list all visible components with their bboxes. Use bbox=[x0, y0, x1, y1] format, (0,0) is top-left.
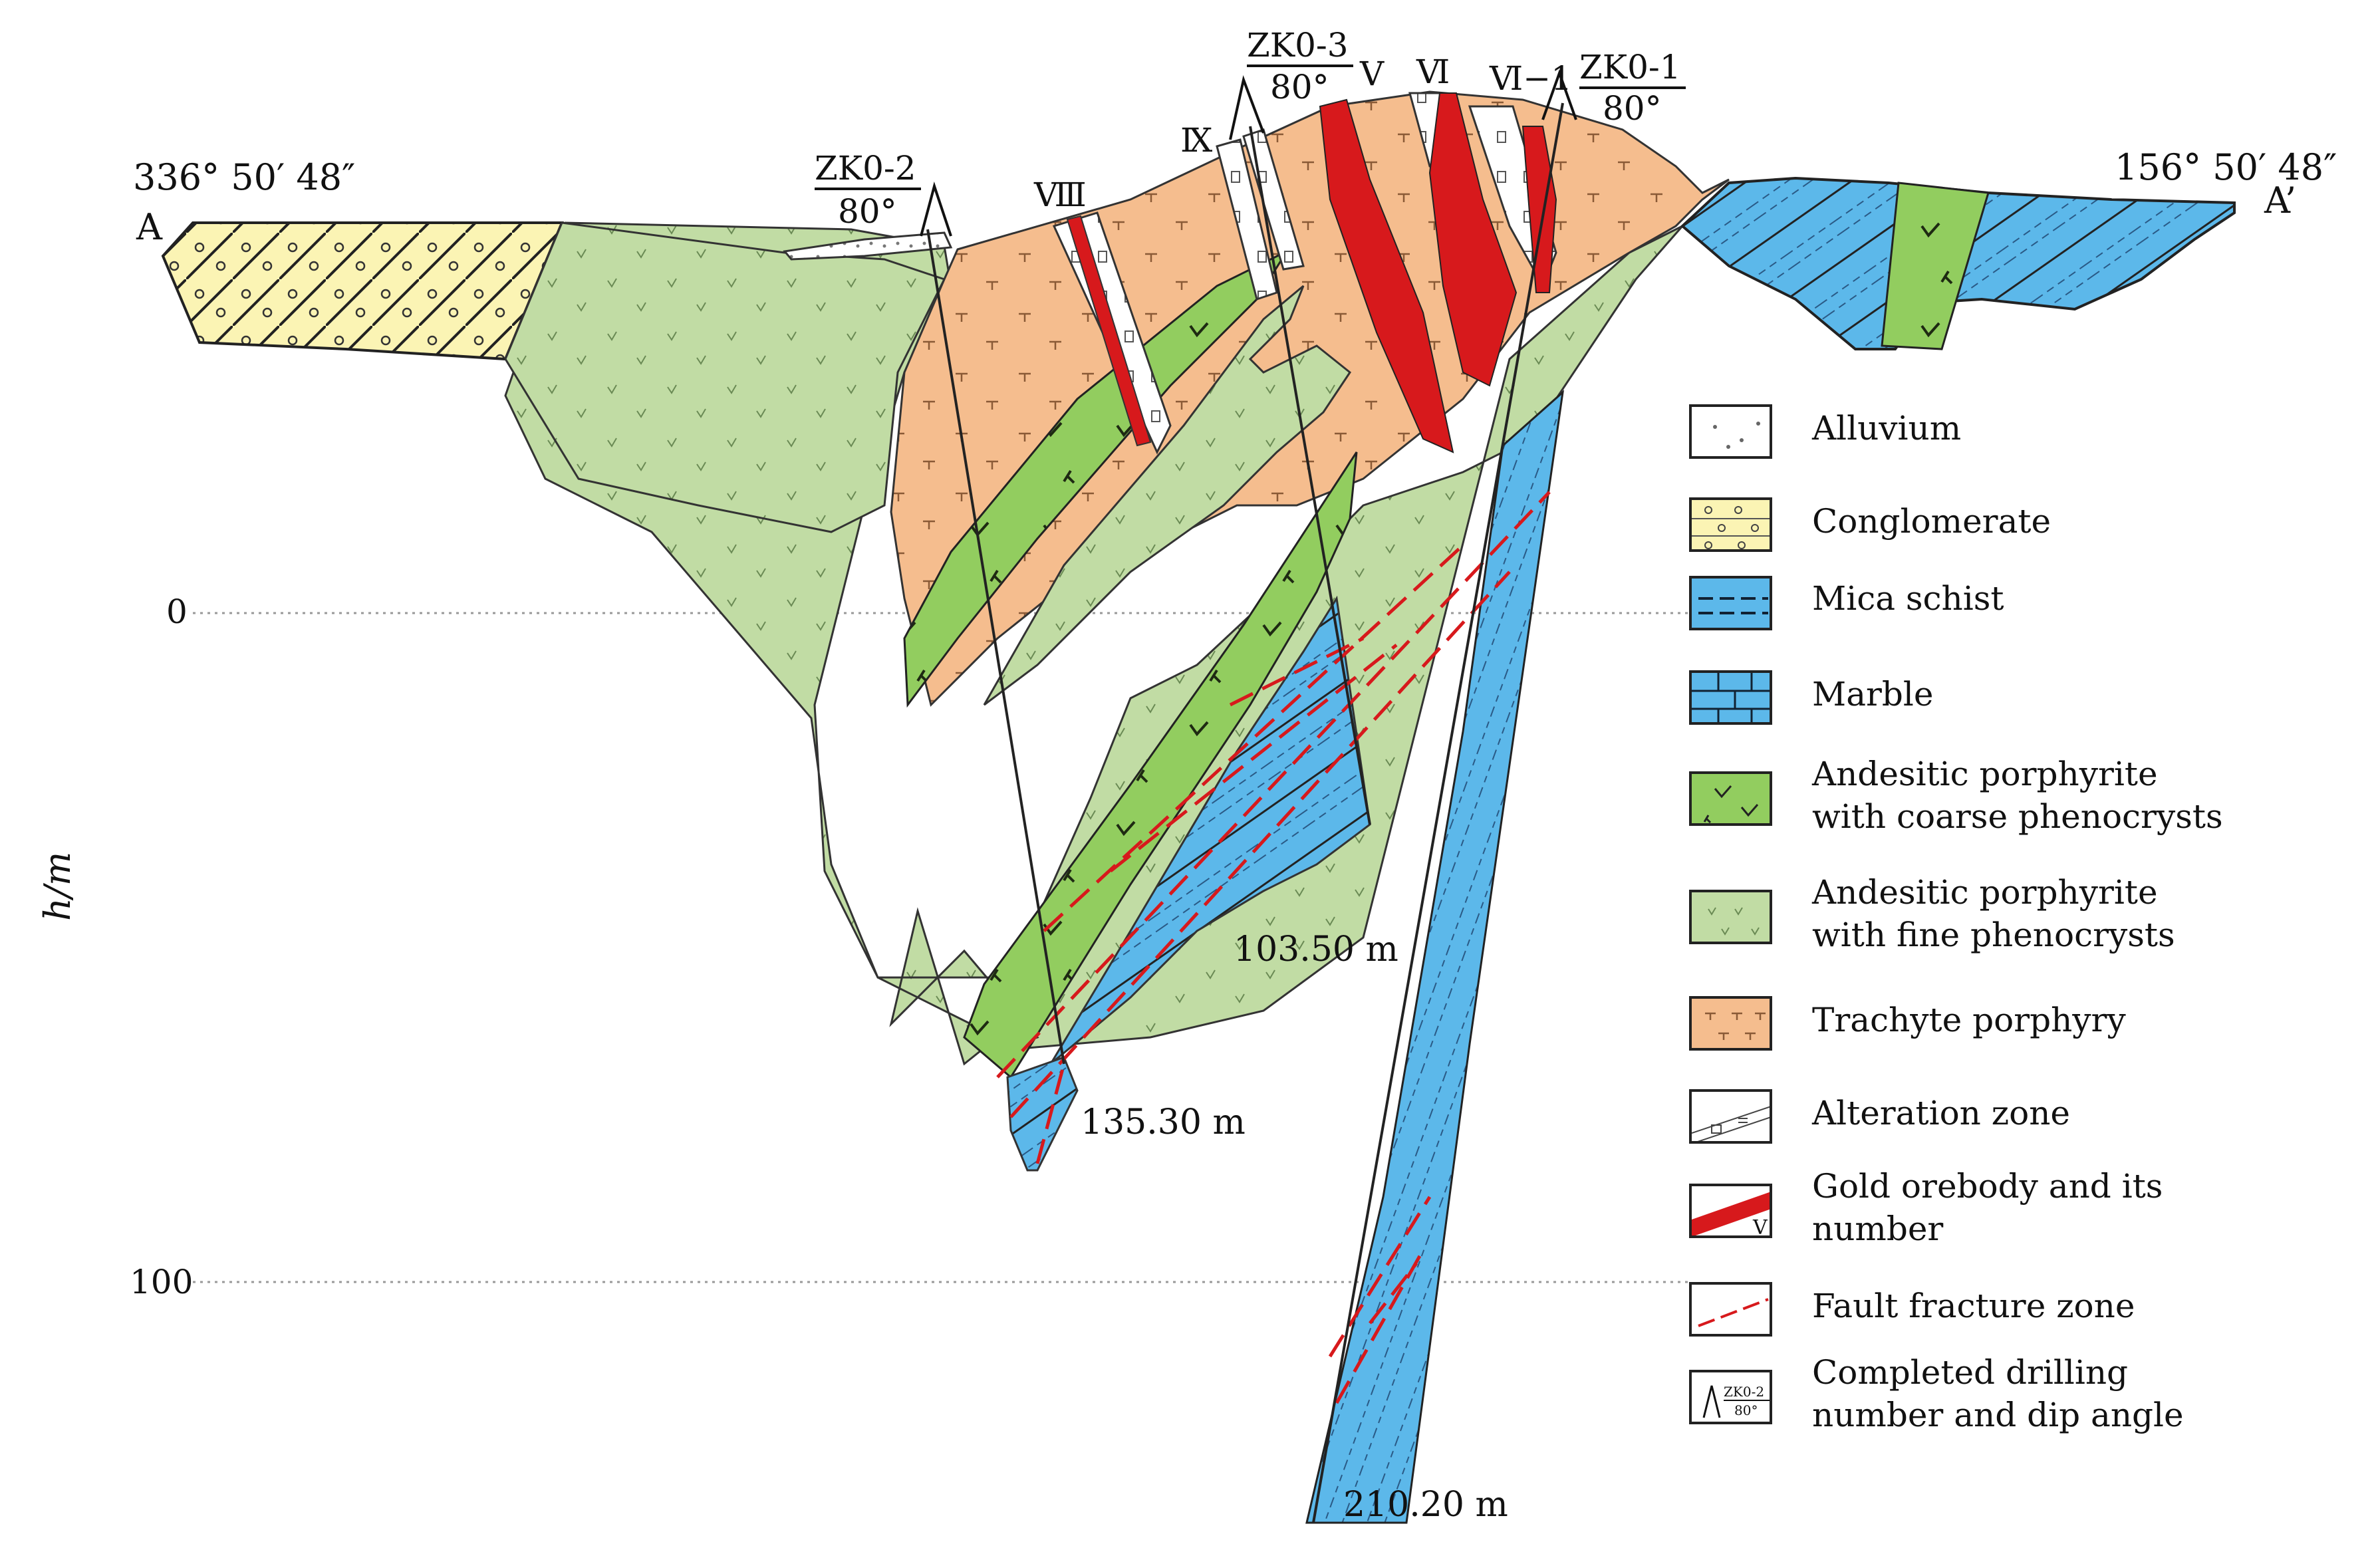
legend-swatch-drill: ZK0-2 80° bbox=[1689, 1370, 1772, 1424]
alteration-and-orebody-group bbox=[1052, 92, 1557, 455]
endpoint-right: A’ bbox=[2264, 180, 2296, 221]
legend-item-mica-schist: Mica schist bbox=[1689, 571, 2354, 657]
orebody-label-vi-1: Ⅵ−1 bbox=[1489, 59, 1572, 98]
final-depth-zk0-1: 210.20 m bbox=[1343, 1485, 1508, 1525]
drill-collar-zk0-3-icon bbox=[1229, 74, 1265, 140]
legend-swatch-andesite-fine bbox=[1689, 890, 1772, 944]
fault-fracture-zones bbox=[996, 491, 1551, 1404]
legend-item-drill: ZK0-2 80° Completed drilling number and d… bbox=[1689, 1353, 2354, 1443]
unit-alluvium bbox=[783, 231, 953, 261]
axis-tick-100: 100 bbox=[130, 1263, 193, 1301]
legend-swatch-alteration bbox=[1689, 1089, 1772, 1144]
legend-item-andesite-fine: Andesitic porphyrite with fine phenocrys… bbox=[1689, 873, 2354, 963]
azimuth-left: 336° 50′ 48″ bbox=[133, 156, 355, 198]
legend-swatch-mica-schist bbox=[1689, 576, 1772, 630]
drillhole-trace-zk0-3 bbox=[1249, 126, 1371, 825]
orebody-vi-1 bbox=[1521, 126, 1557, 293]
legend-item-alteration: Alteration zone bbox=[1689, 1084, 2354, 1170]
final-depth-zk0-2: 135.30 m bbox=[1081, 1102, 1246, 1142]
legend: Alluvium Conglomerate Mica schist Marble… bbox=[1689, 399, 2354, 1436]
legend-item-alluvium: Alluvium bbox=[1689, 399, 2354, 485]
orebody-viii bbox=[1066, 215, 1152, 447]
legend-label: Fault fracture zone bbox=[1812, 1287, 2135, 1325]
legend-label: Andesitic porphyrite with coarse phenocr… bbox=[1812, 755, 2223, 836]
axis-label: h/m bbox=[37, 852, 78, 921]
legend-label: Conglomerate bbox=[1812, 502, 2051, 541]
drillhole-trace-zk0-1 bbox=[1312, 102, 1564, 1523]
endpoint-left: A bbox=[136, 206, 163, 248]
drillhole-trace-zk0-2 bbox=[926, 229, 1065, 1065]
legend-item-conglomerate: Conglomerate bbox=[1689, 492, 2354, 578]
legend-label: Gold orebody and its number bbox=[1812, 1167, 2163, 1248]
drillhole-traces bbox=[926, 102, 1564, 1523]
legend-item-trachyte: Trachyte porphyry bbox=[1689, 991, 2354, 1077]
drill-id-zk0-3: ZK0-3 bbox=[1247, 26, 1349, 64]
legend-swatch-andesite-coarse bbox=[1689, 771, 1772, 826]
legend-swatch-trachyte bbox=[1689, 996, 1772, 1051]
legend-label: Trachyte porphyry bbox=[1812, 1001, 2126, 1039]
legend-drill-swatch-angle: 80° bbox=[1734, 1402, 1758, 1418]
azimuth-right: 156° 50′ 48″ bbox=[2115, 146, 2337, 188]
axis-tick-0: 0 bbox=[166, 592, 188, 631]
unit-andesite-fine-left bbox=[504, 221, 946, 533]
legend-item-orebody: Ⅴ Gold orebody and its number bbox=[1689, 1167, 2354, 1257]
legend-swatch-orebody: Ⅴ bbox=[1689, 1184, 1772, 1238]
legend-drill-swatch-id: ZK0-2 bbox=[1724, 1384, 1764, 1400]
unit-conglomerate bbox=[161, 221, 564, 361]
orebody-vi bbox=[1428, 92, 1518, 387]
legend-label: Alluvium bbox=[1812, 409, 1962, 448]
legend-label: Completed drilling number and dip angle bbox=[1812, 1353, 2184, 1434]
legend-swatch-alluvium bbox=[1689, 404, 1772, 459]
drill-collar-zk0-1-icon bbox=[1541, 69, 1577, 120]
orebody-v bbox=[1319, 98, 1454, 453]
drill-angle-zk0-1: 80° bbox=[1603, 89, 1662, 128]
legend-item-marble: Marble bbox=[1689, 665, 2354, 751]
alteration-zone-ix bbox=[1216, 138, 1278, 301]
unit-mica-schist-dike bbox=[1305, 390, 1565, 1524]
drill-id-zk0-2: ZK0-2 bbox=[815, 149, 916, 188]
alteration-zone-ix2 bbox=[1242, 128, 1305, 271]
legend-label: Andesitic porphyrite with fine phenocrys… bbox=[1812, 873, 2175, 954]
unit-schist-tail bbox=[1006, 1056, 1079, 1172]
unit-andesite-coarse-right bbox=[1881, 182, 1990, 350]
legend-swatch-conglomerate bbox=[1689, 497, 1772, 552]
legend-swatch-marble bbox=[1689, 670, 1772, 725]
unit-andesite-coarse-lower bbox=[963, 451, 1358, 1079]
legend-item-fault: Fault fracture zone bbox=[1689, 1277, 2354, 1363]
final-depth-zk0-3: 103.50 m bbox=[1234, 930, 1398, 969]
drill-angle-zk0-2: 80° bbox=[838, 192, 897, 231]
drill-id-zk0-1: ZK0-1 bbox=[1579, 48, 1681, 86]
orebody-label-vi: Ⅵ bbox=[1416, 53, 1450, 91]
drill-collar-zk0-2-icon bbox=[920, 182, 952, 237]
orebody-label-viii: Ⅷ bbox=[1033, 176, 1087, 214]
legend-label: Mica schist bbox=[1812, 579, 2004, 618]
orebody-label-ix: Ⅸ bbox=[1180, 121, 1212, 160]
legend-swatch-fault bbox=[1689, 1282, 1772, 1337]
legend-label: Marble bbox=[1812, 675, 1934, 713]
legend-orebody-swatch-text: Ⅴ bbox=[1752, 1216, 1768, 1238]
drill-angle-zk0-3: 80° bbox=[1270, 68, 1329, 106]
legend-item-andesite-coarse: Andesitic porphyrite with coarse phenocr… bbox=[1689, 755, 2354, 844]
orebody-label-v: Ⅴ bbox=[1359, 55, 1385, 93]
legend-label: Alteration zone bbox=[1812, 1094, 2071, 1132]
